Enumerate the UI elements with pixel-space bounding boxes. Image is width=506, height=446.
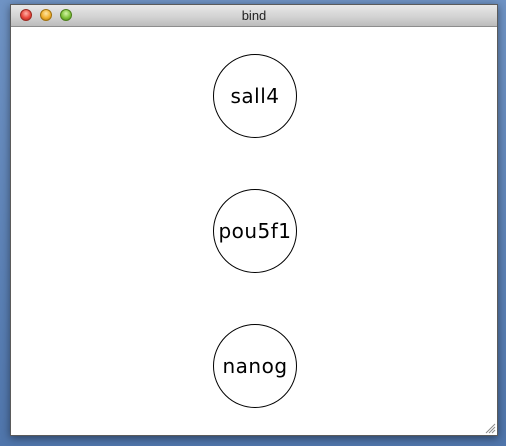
title-bar[interactable]: bind xyxy=(11,5,497,27)
graph-node-label: pou5f1 xyxy=(218,219,292,243)
resize-grip-icon[interactable] xyxy=(485,423,496,434)
graph-canvas[interactable]: sall4 pou5f1 nanog xyxy=(11,27,497,435)
zoom-window-icon[interactable] xyxy=(60,9,72,21)
graph-node-sall4[interactable]: sall4 xyxy=(213,54,297,138)
minimize-window-icon[interactable] xyxy=(40,9,52,21)
close-window-icon[interactable] xyxy=(20,9,32,21)
app-window: bind sall4 pou5f1 nanog xyxy=(10,4,498,436)
graph-node-label: nanog xyxy=(222,354,288,378)
window-title: bind xyxy=(241,8,267,23)
graph-node-label: sall4 xyxy=(230,84,280,108)
graph-node-nanog[interactable]: nanog xyxy=(213,324,297,408)
graph-node-pou5f1[interactable]: pou5f1 xyxy=(213,189,297,273)
